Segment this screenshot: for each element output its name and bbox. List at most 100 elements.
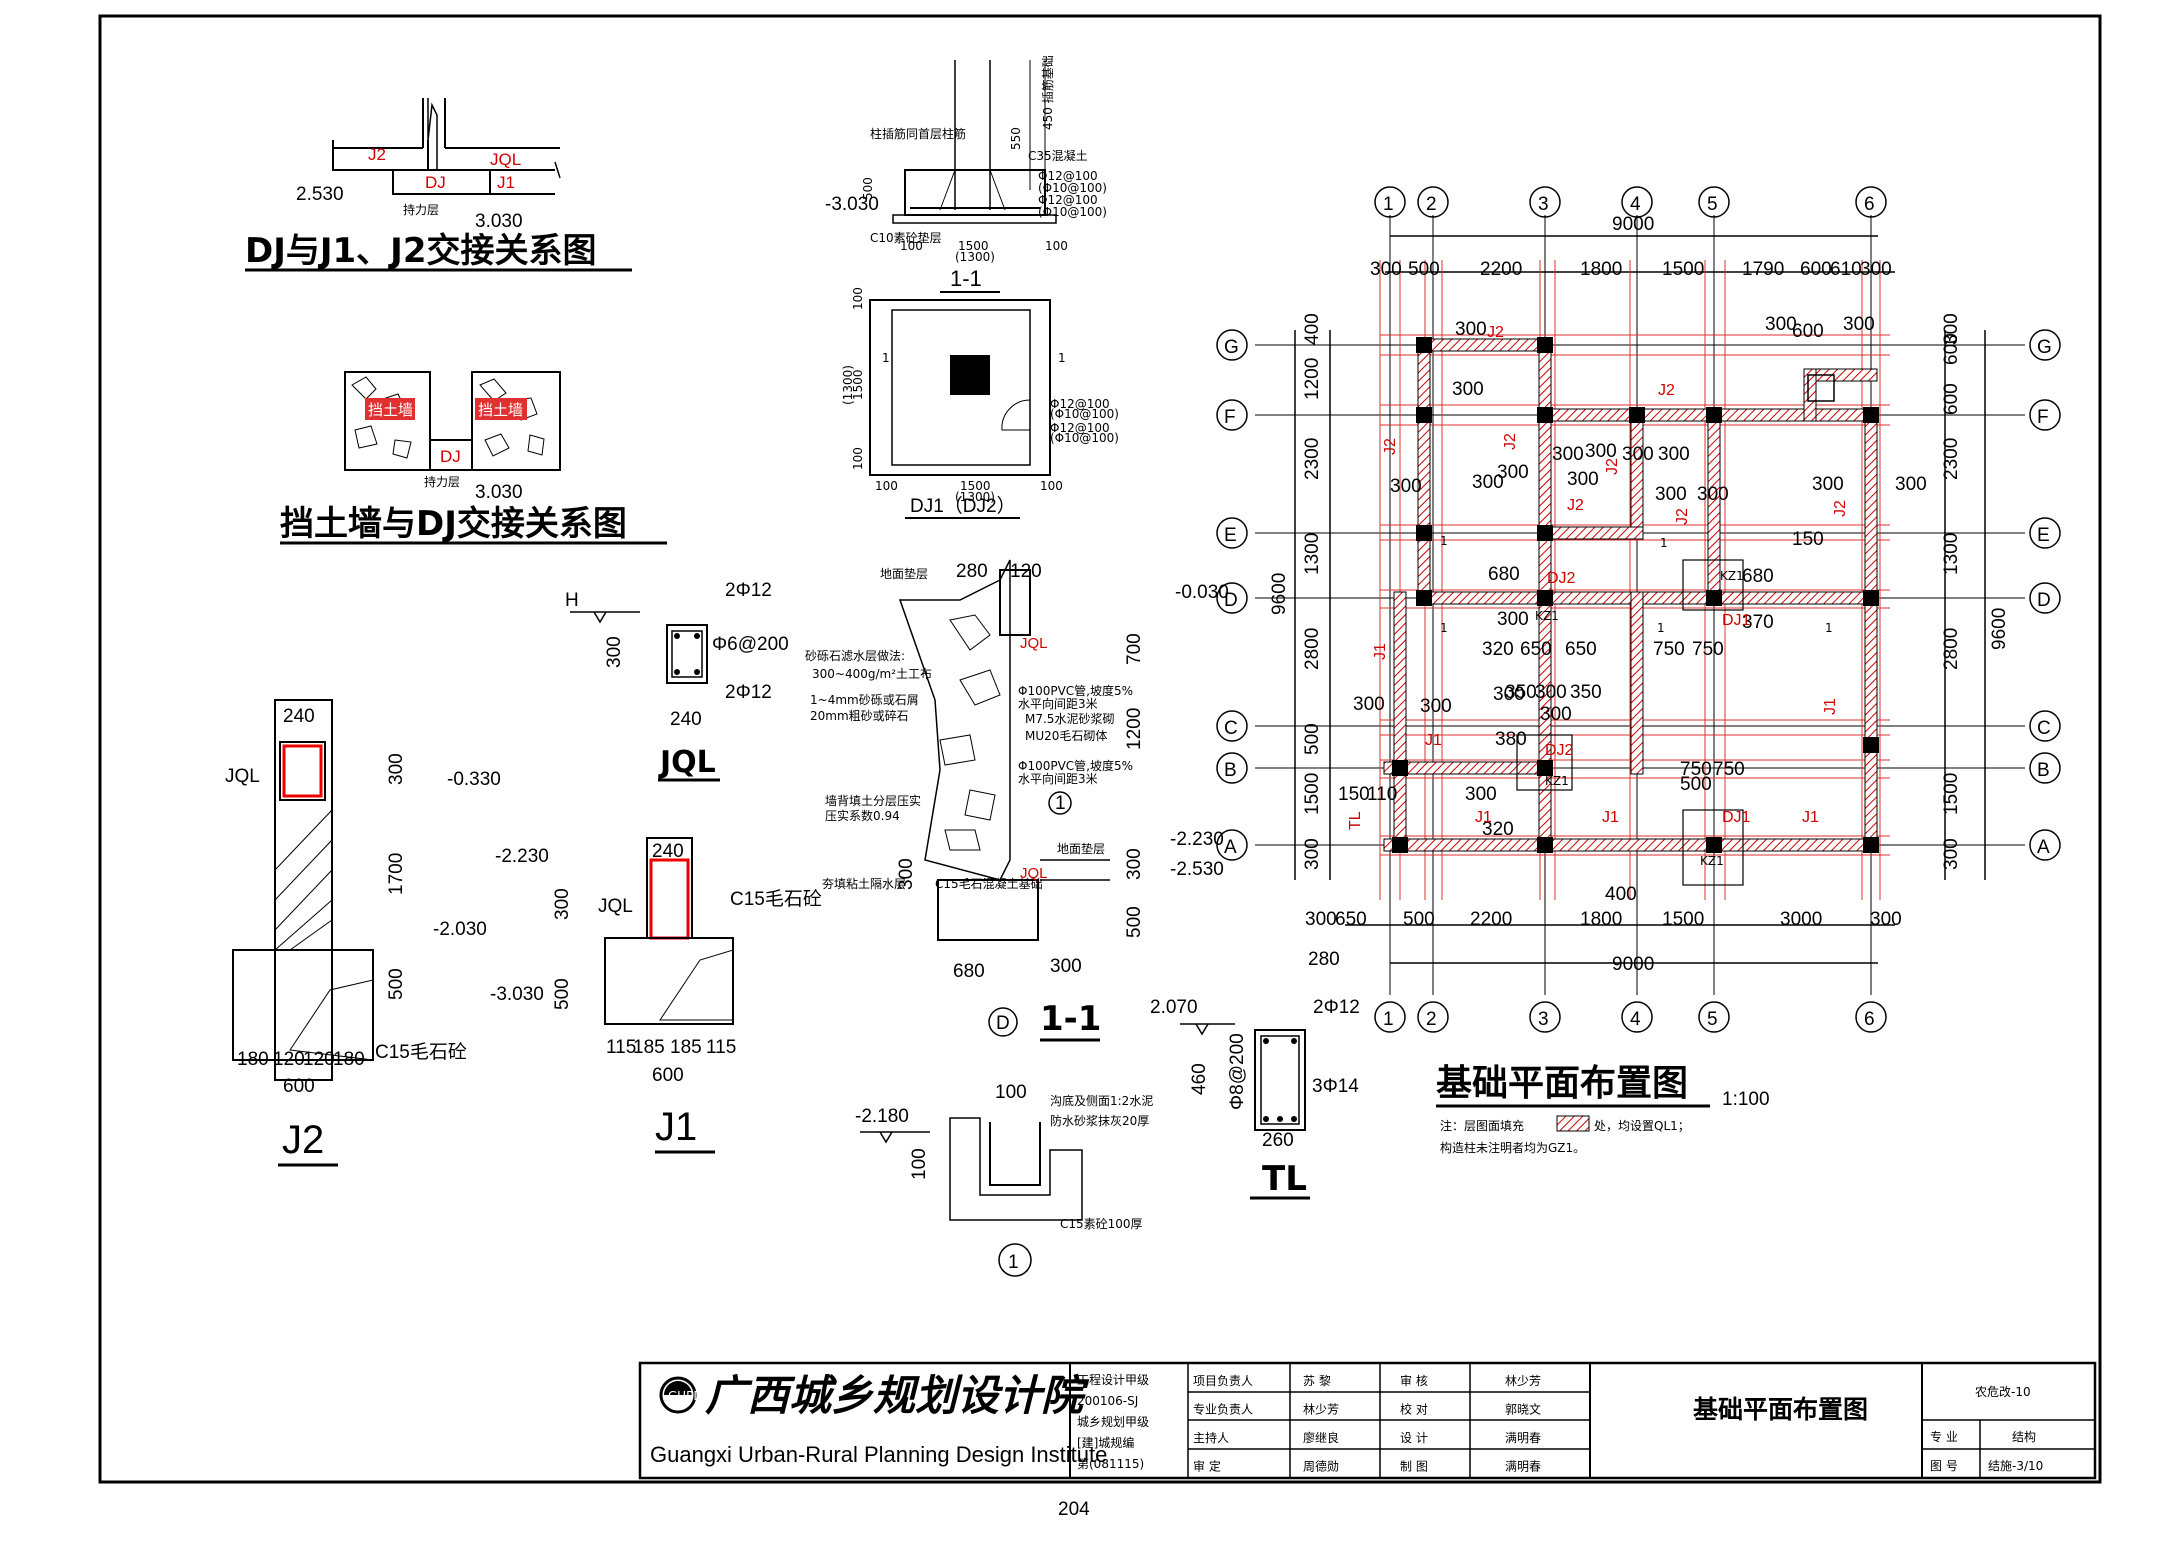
tb-role2: 制 图 bbox=[1400, 1460, 1428, 1474]
plan-axis-left-G: G bbox=[1224, 337, 1239, 358]
tb-number-label: 图 号 bbox=[1930, 1459, 1958, 1473]
plan-axis-top-6: 6 bbox=[1864, 194, 1875, 215]
dj1-s1: 1 bbox=[882, 351, 890, 365]
j2-e1: -0.330 bbox=[447, 769, 501, 790]
j1-b2: 185 bbox=[633, 1037, 665, 1058]
plan-inner-dim: 300 bbox=[1535, 682, 1567, 703]
plan-footing bbox=[1682, 809, 1744, 886]
s11-e: (Φ10@100) bbox=[1038, 181, 1107, 195]
plan-column bbox=[1416, 525, 1432, 541]
plan-axis-top-2: 2 bbox=[1426, 194, 1437, 215]
plan-bottom-total: 9000 bbox=[1612, 954, 1654, 975]
w11-d300c: 300 bbox=[1050, 956, 1082, 977]
j2-jql: JQL bbox=[225, 766, 260, 787]
trench-elev: -2.180 bbox=[855, 1106, 909, 1127]
plan-left-dim: 2300 bbox=[1302, 438, 1323, 480]
plan-inner-dim: 300 bbox=[1697, 484, 1729, 505]
w11-title: 1-1 bbox=[1040, 999, 1101, 1039]
section-1-1-footing: 柱插筋同首层柱筋 C35混凝土 Φ12@100 (Φ10@100) Φ12@10… bbox=[825, 55, 1107, 293]
detail-tl: 2.070 2Φ12 Φ8@200 3Φ14 460 260 TL bbox=[1150, 997, 1360, 1200]
detail-retaining-dj: 挡土墙 挡土墙 DJ 3.030 持力层 挡土墙与DJ交接关系图 bbox=[280, 371, 667, 545]
plan-mark-j2: J2 bbox=[1604, 458, 1621, 475]
plan-axis-right-bubble bbox=[2029, 752, 2061, 784]
plan-left-dim: 300 bbox=[1302, 838, 1323, 870]
trench-h: 100 bbox=[909, 1148, 930, 1180]
plan-column bbox=[1392, 837, 1408, 853]
plan-bottom-dim: 300 bbox=[1870, 909, 1902, 930]
plan-axis-right-bubble bbox=[2029, 399, 2061, 431]
plan-inner-dim: 300 bbox=[1843, 314, 1875, 335]
plan-inner-dim: 370 bbox=[1742, 612, 1774, 633]
s11-a: 柱插筋同首层柱筋 bbox=[870, 126, 966, 141]
plan-top-dim: 1500 bbox=[1662, 259, 1704, 280]
plan-axis-top-bubble bbox=[1855, 186, 1887, 218]
plan-axis-top-bubble bbox=[1417, 186, 1449, 218]
tb-discipline: 结构 bbox=[2012, 1429, 2036, 1444]
w11-p5: Φ100PVC管,坡度5% bbox=[1018, 758, 1133, 773]
plan-section-mark: 1 bbox=[1825, 621, 1833, 635]
plan-axis-right-A: A bbox=[2037, 837, 2050, 858]
dj1-v4: 100 bbox=[851, 447, 865, 470]
tl-stir: Φ8@200 bbox=[1227, 1033, 1248, 1110]
w11-e1: -2.230 bbox=[1170, 829, 1224, 850]
detail-jql: H 2Φ12 Φ6@200 2Φ12 240 300 JQL bbox=[565, 580, 789, 782]
s11-dim1: 1500 bbox=[958, 239, 989, 253]
trench-title: 1 bbox=[1008, 1252, 1019, 1273]
plan-axis-left-bubble bbox=[1216, 399, 1248, 431]
j2-title: J2 bbox=[282, 1118, 324, 1162]
tb-cert-line: 城乡规划甲级 bbox=[1077, 1414, 1149, 1429]
plan-inner-dim: 300 bbox=[1420, 696, 1452, 717]
plan-axis-left-A: A bbox=[1224, 837, 1237, 858]
plan-wall bbox=[1383, 838, 1878, 852]
j1-d300: 300 bbox=[552, 888, 573, 920]
plan-mark-j2: J2 bbox=[1658, 382, 1675, 399]
plan-inner-dim: 150 bbox=[1338, 784, 1370, 805]
s11-elev: -3.030 bbox=[825, 194, 879, 215]
plan-inner-dim: 680 bbox=[1742, 566, 1774, 587]
plan-left-total: 9600 bbox=[1269, 573, 1290, 615]
dj-j-label-j2: J2 bbox=[368, 145, 386, 164]
plan-inner-dim: 300 bbox=[1390, 476, 1422, 497]
detail-j2: 240 JQL 300 1700 500 -0.330 -2.030 C15毛石… bbox=[225, 699, 501, 1167]
plan-wall bbox=[1417, 591, 1878, 605]
plan-top-dim: 300 bbox=[1860, 259, 1892, 280]
plan-bottom-dim: 650 bbox=[1335, 909, 1367, 930]
dj-j-label-dj: DJ bbox=[425, 173, 446, 192]
retaining-wall-right: 挡土墙 bbox=[478, 402, 523, 419]
plan-scale: 1:100 bbox=[1722, 1089, 1770, 1110]
plan-inner-dim: 300 bbox=[1655, 484, 1687, 505]
tb-role2-name: 郭晓文 bbox=[1505, 1402, 1541, 1417]
logo-abbr: GUPD bbox=[668, 1389, 703, 1403]
detail-j1: 240 JQL C15毛石砼 -2.230 -3.030 300 500 115… bbox=[490, 837, 822, 1154]
tb-role2: 校 对 bbox=[1400, 1402, 1428, 1417]
plan-axis-right-E: E bbox=[2037, 525, 2050, 546]
plan-axis-left-bubble bbox=[1216, 582, 1248, 614]
plan-mark-j1: J1 bbox=[1602, 809, 1619, 826]
w11-circ: 1 bbox=[1055, 793, 1066, 814]
plan-inner-dim: 300 bbox=[1812, 474, 1844, 495]
plan-axis-bottom-bubble bbox=[1529, 1001, 1561, 1033]
plan-axis-right-bubble bbox=[2029, 710, 2061, 742]
plan-inner-dim: 500 bbox=[1680, 774, 1712, 795]
plan-section-mark: 1 bbox=[1660, 536, 1668, 550]
jql-bot: 2Φ12 bbox=[725, 682, 772, 703]
tb-role2-name: 满明春 bbox=[1505, 1460, 1541, 1474]
dj1-d2: (1300) bbox=[955, 490, 995, 504]
plan-mark-j2: J2 bbox=[1487, 324, 1504, 341]
tb-role: 主持人 bbox=[1193, 1430, 1229, 1445]
dj1-s2: 1 bbox=[1058, 351, 1066, 365]
tb-role2: 设 计 bbox=[1400, 1431, 1428, 1445]
plan-top-total: 9000 bbox=[1612, 214, 1654, 235]
plan-inner-dim: 300 bbox=[1540, 704, 1572, 725]
plan-inner-dim: 320 bbox=[1482, 639, 1514, 660]
tb-discipline-label: 专 业 bbox=[1930, 1429, 1958, 1444]
detail-trench: -2.180 100 100 沟底及侧面1:2水泥 防水砂浆抹灰20厚 C15素… bbox=[855, 1082, 1153, 1277]
tb-cert-line: [建]城规编 bbox=[1077, 1435, 1134, 1450]
plan-right-dim: 600 bbox=[1941, 383, 1962, 415]
plan-left-dim: 1200 bbox=[1302, 358, 1323, 400]
tl-bot: 3Φ14 bbox=[1312, 1076, 1359, 1097]
plan-right-total: 9600 bbox=[1989, 608, 2010, 650]
plan-mark-dj2: DJ2 bbox=[1545, 742, 1574, 759]
tl-top: 2Φ12 bbox=[1313, 997, 1360, 1018]
trench-base: C15素砼100厚 bbox=[1060, 1217, 1143, 1231]
